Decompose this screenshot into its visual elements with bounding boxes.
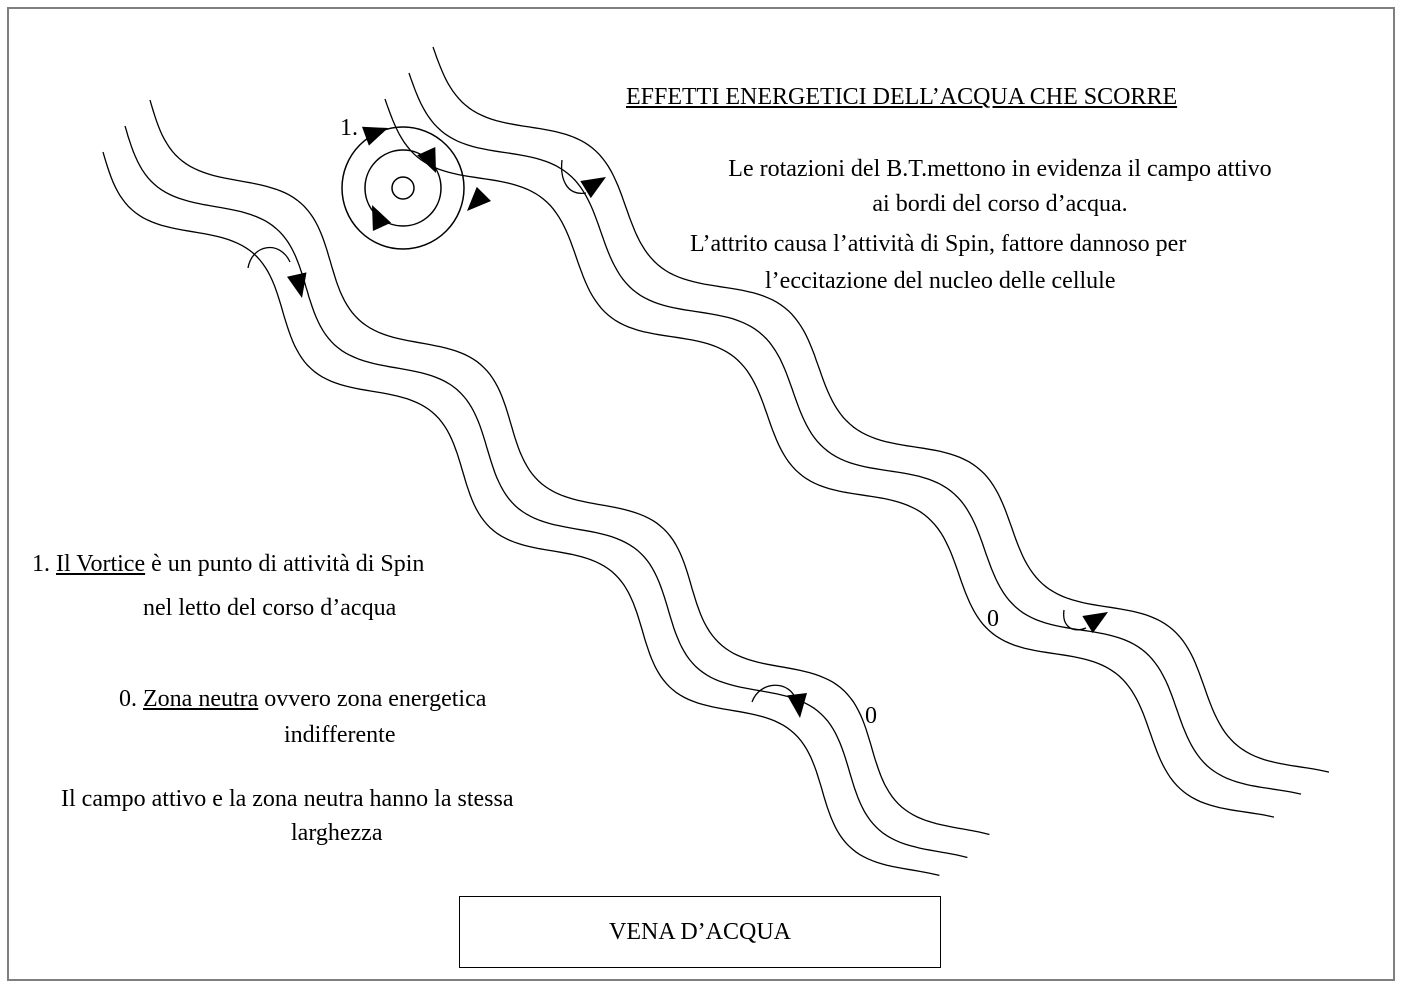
spin-loop — [560, 159, 587, 194]
stream-line-left-1 — [149, 99, 990, 836]
stream-line-right-3 — [384, 98, 1275, 818]
vortex-arrows — [362, 126, 491, 231]
spin-marker-lower-right — [1063, 609, 1108, 634]
vortex-marker-label: 1. — [340, 115, 358, 141]
spin-marker-upper-right — [560, 159, 606, 199]
vortex-arrow-right-inner — [417, 147, 436, 173]
spin-arrowhead — [787, 693, 807, 718]
vortex-outer-ring — [341, 126, 465, 250]
legend-width-line-2: larghezza — [291, 820, 383, 846]
legend-neutral-line-1: 0. Zona neutra ovvero zona energetica — [119, 684, 486, 714]
description-line-4: l’eccitazione del nucleo delle cellule — [765, 268, 1116, 294]
spin-loop — [1063, 609, 1087, 631]
stream-line-left-2 — [124, 125, 968, 859]
spin-arrowhead — [1082, 612, 1108, 634]
legend-vortex-term: Il Vortice — [56, 551, 146, 577]
legend-vortex-number: 1. — [32, 551, 50, 577]
legend-width-line-1: Il campo attivo e la zona neutra hanno l… — [61, 786, 514, 812]
description-line-3: L’attrito causa l’attività di Spin, fatt… — [690, 231, 1187, 257]
legend-neutral-number: 0. — [119, 686, 137, 712]
neutral-marker-lower: 0 — [865, 703, 877, 729]
diagram-heading: EFFETTI ENERGETICI DELL’ACQUA CHE SCORRE — [626, 84, 1178, 110]
vortex-arrow-right-outer — [467, 186, 491, 211]
caption-box: VENA D’ACQUA — [459, 896, 941, 968]
spin-marker-upper-left — [247, 246, 307, 298]
spin-loop — [247, 246, 291, 269]
vortex-arrow-left-inner — [372, 205, 392, 231]
description-line-1: Le rotazioni del B.T.mettono in evidenza… — [728, 156, 1272, 182]
legend-neutral-line-2: indifferente — [284, 722, 396, 748]
legend-neutral-term: Zona neutra — [143, 686, 259, 712]
spin-marker-lower-left — [751, 684, 807, 718]
legend-neutral-text: ovvero zona energetica — [264, 686, 487, 712]
legend-vortex-line-2: nel letto del corso d’acqua — [143, 595, 397, 621]
vortex-symbol — [341, 126, 465, 250]
vortex-core — [391, 176, 415, 200]
spin-arrowhead — [580, 177, 606, 199]
description-line-2: ai bordi del corso d’acqua. — [872, 191, 1128, 217]
legend-vortex-text: è un punto di attività di Spin — [151, 551, 425, 577]
stream-line-right-2 — [408, 72, 1302, 795]
stream-lines — [102, 46, 1330, 877]
spin-arrowhead — [287, 272, 307, 298]
neutral-marker-upper: 0 — [987, 606, 999, 632]
stream-line-right-1 — [432, 46, 1330, 773]
stream-line-left-3 — [102, 151, 940, 877]
caption-label: VENA D’ACQUA — [609, 919, 791, 945]
vortex-arrow-top — [362, 126, 388, 146]
spin-markers — [247, 159, 1108, 718]
legend-vortex-line-1: 1. Il Vortice è un punto di attività di … — [32, 549, 424, 579]
vortex-inner-ring — [364, 149, 442, 227]
diagram-frame — [7, 7, 1395, 981]
